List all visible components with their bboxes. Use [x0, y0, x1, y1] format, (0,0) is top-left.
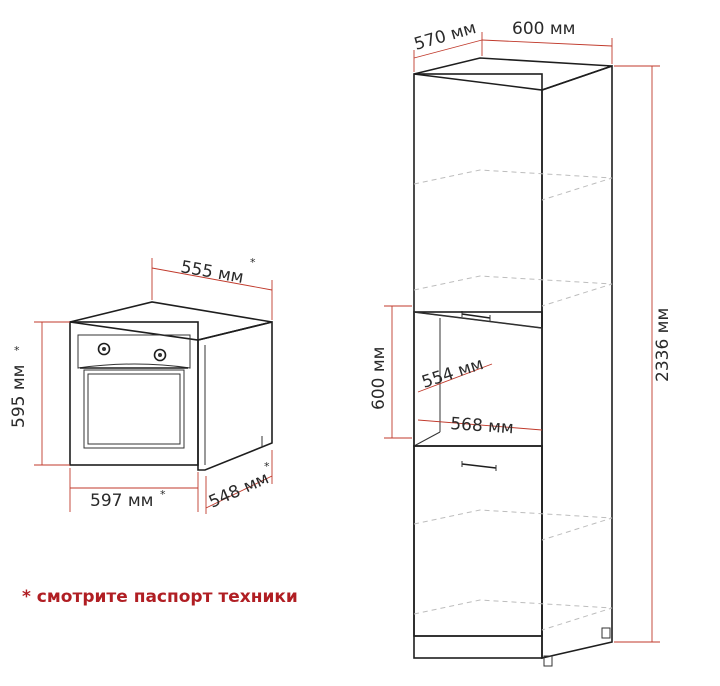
oven-width-asterisk: * [160, 488, 166, 501]
lower-door-handle [461, 463, 497, 469]
cabinet-height-dimension: 2336 мм [614, 65, 673, 643]
footnote: * смотрите паспорт техники [22, 587, 298, 607]
cabinet-width-dimension: 600 мм [481, 19, 613, 64]
oven-depth2-dimension: 548 мм * [205, 450, 273, 514]
lower-door [413, 445, 543, 637]
niche-depth-dimension: 554 мм [417, 354, 493, 393]
tall-cabinet [413, 57, 613, 667]
oven-top-face [69, 301, 273, 341]
oven-height-dimension: 595 мм * [9, 321, 70, 466]
cabinet-foot-front [543, 655, 553, 667]
oven-depth-asterisk: * [250, 256, 256, 269]
cabinet-side-face [541, 64, 613, 660]
oven-width-label: 597 мм [90, 491, 154, 511]
lower-shelf-1 [413, 509, 613, 541]
cabinet-height-label: 2336 мм [653, 308, 673, 382]
upper-shelf-1 [413, 169, 613, 201]
oven-height-asterisk: * [14, 344, 20, 357]
lower-shelf-2 [413, 599, 613, 631]
cabinet-foot-back [601, 627, 611, 639]
upper-door-handle [461, 313, 491, 319]
oven-depth-label: 555 мм [179, 257, 245, 288]
cabinet-depth-dimension: 570 мм [412, 18, 483, 72]
oven-depth-dimension: 555 мм * [151, 256, 273, 320]
oven-height-label: 595 мм [9, 364, 29, 428]
niche-height-dimension: 600 мм [369, 305, 412, 439]
oven-control-panel [77, 334, 191, 369]
niche-width-label: 568 мм [450, 414, 515, 438]
oven-width-dimension: 597 мм * [69, 468, 199, 512]
oven-knob-left [97, 342, 111, 356]
niche-width-dimension: 568 мм [417, 414, 543, 438]
oven-depth2-asterisk: * [264, 460, 270, 473]
oven-drawing [69, 301, 273, 471]
oven-depth2-label: 548 мм [206, 468, 272, 512]
niche-height-label: 600 мм [369, 346, 389, 410]
upper-shelf-2 [413, 275, 613, 307]
oven-door-window [83, 369, 185, 449]
cabinet-width-label: 600 мм [512, 19, 576, 39]
oven-knob-right [153, 348, 167, 362]
niche-depth-label: 554 мм [419, 354, 486, 393]
oven-side-face [197, 320, 273, 471]
